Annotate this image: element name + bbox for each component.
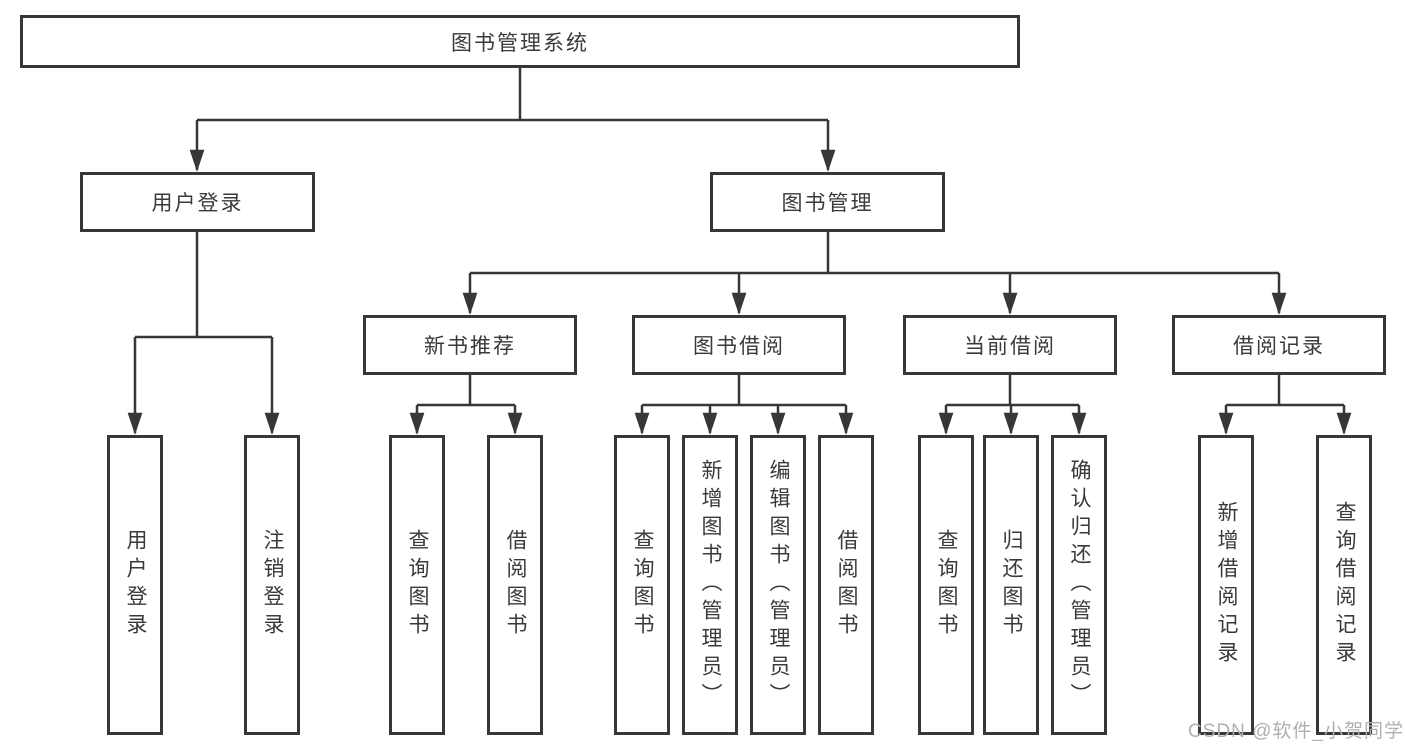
leaf-borrow-borrow-book: 借阅图书 — [818, 435, 874, 735]
node-new-book-recommend: 新书推荐 — [363, 315, 577, 375]
leaf-records-add-record: 新增借阅记录 — [1198, 435, 1254, 735]
node-current-borrow: 当前借阅 — [903, 315, 1117, 375]
leaf-recommend-borrow-book: 借阅图书 — [487, 435, 543, 735]
node-book-borrow: 图书借阅 — [632, 315, 846, 375]
leaf-current-confirm-return-admin: 确认归还（管理员） — [1051, 435, 1107, 735]
leaf-user-login: 用户登录 — [107, 435, 163, 735]
leaf-current-search-book: 查询图书 — [918, 435, 974, 735]
leaf-current-return-book: 归还图书 — [983, 435, 1039, 735]
leaf-records-search-record: 查询借阅记录 — [1316, 435, 1372, 735]
leaf-recommend-search-book: 查询图书 — [389, 435, 445, 735]
csdn-watermark: CSDN @软件_小贺同学 — [1188, 721, 1404, 742]
leaf-borrow-edit-book-admin: 编辑图书（管理员） — [750, 435, 806, 735]
node-borrow-records: 借阅记录 — [1172, 315, 1386, 375]
leaf-borrow-search-book: 查询图书 — [614, 435, 670, 735]
leaf-logout: 注销登录 — [244, 435, 300, 735]
root-node-system: 图书管理系统 — [20, 15, 1020, 68]
leaf-borrow-add-book-admin: 新增图书（管理员） — [682, 435, 738, 735]
branch-user-login: 用户登录 — [80, 172, 315, 232]
branch-book-management: 图书管理 — [710, 172, 945, 232]
